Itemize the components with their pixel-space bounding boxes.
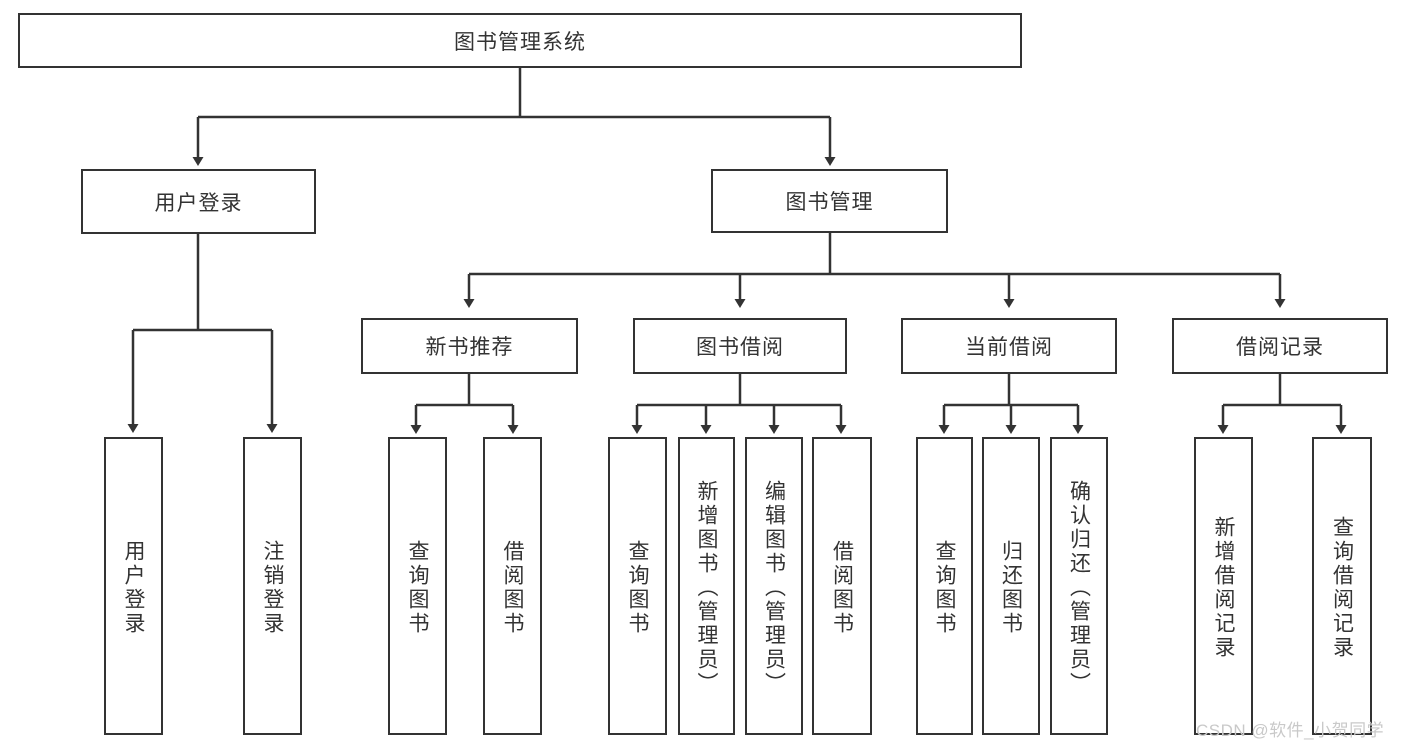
node-leaf-user-login-logout[interactable]: 注销登录 [243,437,302,735]
node-leaf-label: 查询借阅记录 [1330,516,1354,660]
node-borrow-record-label: 借阅记录 [1236,336,1324,359]
node-leaf-current-borrow-confirm[interactable]: 确认归还（管理员） [1050,437,1108,735]
node-leaf-book-borrow-add[interactable]: 新增图书（管理员） [678,437,735,735]
node-leaf-label: 查询图书 [933,540,956,636]
node-leaf-borrow-record-query[interactable]: 查询借阅记录 [1312,437,1372,735]
node-leaf-current-borrow-return[interactable]: 归还图书 [982,437,1040,735]
node-leaf-new-book-query[interactable]: 查询图书 [388,437,447,735]
node-borrow-record[interactable]: 借阅记录 [1172,318,1388,374]
node-leaf-label: 借阅图书 [501,540,524,636]
node-leaf-label: 新增图书（管理员） [695,480,718,696]
node-leaf-label: 借阅图书 [830,540,854,636]
node-current-borrow[interactable]: 当前借阅 [901,318,1117,374]
node-leaf-book-borrow-query[interactable]: 查询图书 [608,437,667,735]
node-leaf-label: 查询图书 [406,540,429,636]
node-leaf-label: 编辑图书（管理员） [762,480,786,696]
node-leaf-current-borrow-query[interactable]: 查询图书 [916,437,973,735]
node-book-management-label: 图书管理 [785,191,874,214]
node-leaf-label: 新增借阅记录 [1212,516,1235,660]
node-book-borrow-label: 图书借阅 [696,336,784,359]
node-leaf-label: 注销登录 [261,540,284,636]
node-leaf-label: 确认归还（管理员） [1067,480,1091,696]
node-new-book-recommend[interactable]: 新书推荐 [361,318,578,374]
node-leaf-book-borrow-borrow[interactable]: 借阅图书 [812,437,872,735]
node-leaf-label: 用户登录 [122,540,145,636]
node-leaf-label: 查询图书 [626,540,649,636]
node-leaf-new-book-borrow[interactable]: 借阅图书 [483,437,542,735]
node-root-label: 图书管理系统 [454,30,586,54]
node-new-book-recommend-label: 新书推荐 [425,336,514,359]
node-user-login[interactable]: 用户登录 [81,169,316,234]
node-leaf-book-borrow-edit[interactable]: 编辑图书（管理员） [745,437,803,735]
node-leaf-user-login-login[interactable]: 用户登录 [104,437,163,735]
node-book-management[interactable]: 图书管理 [711,169,948,233]
node-leaf-borrow-record-add[interactable]: 新增借阅记录 [1194,437,1253,735]
node-root-book-management-system[interactable]: 图书管理系统 [18,13,1022,68]
node-leaf-label: 归还图书 [999,540,1023,636]
node-book-borrow[interactable]: 图书借阅 [633,318,847,374]
node-user-login-label: 用户登录 [154,191,243,215]
node-current-borrow-label: 当前借阅 [965,336,1053,359]
